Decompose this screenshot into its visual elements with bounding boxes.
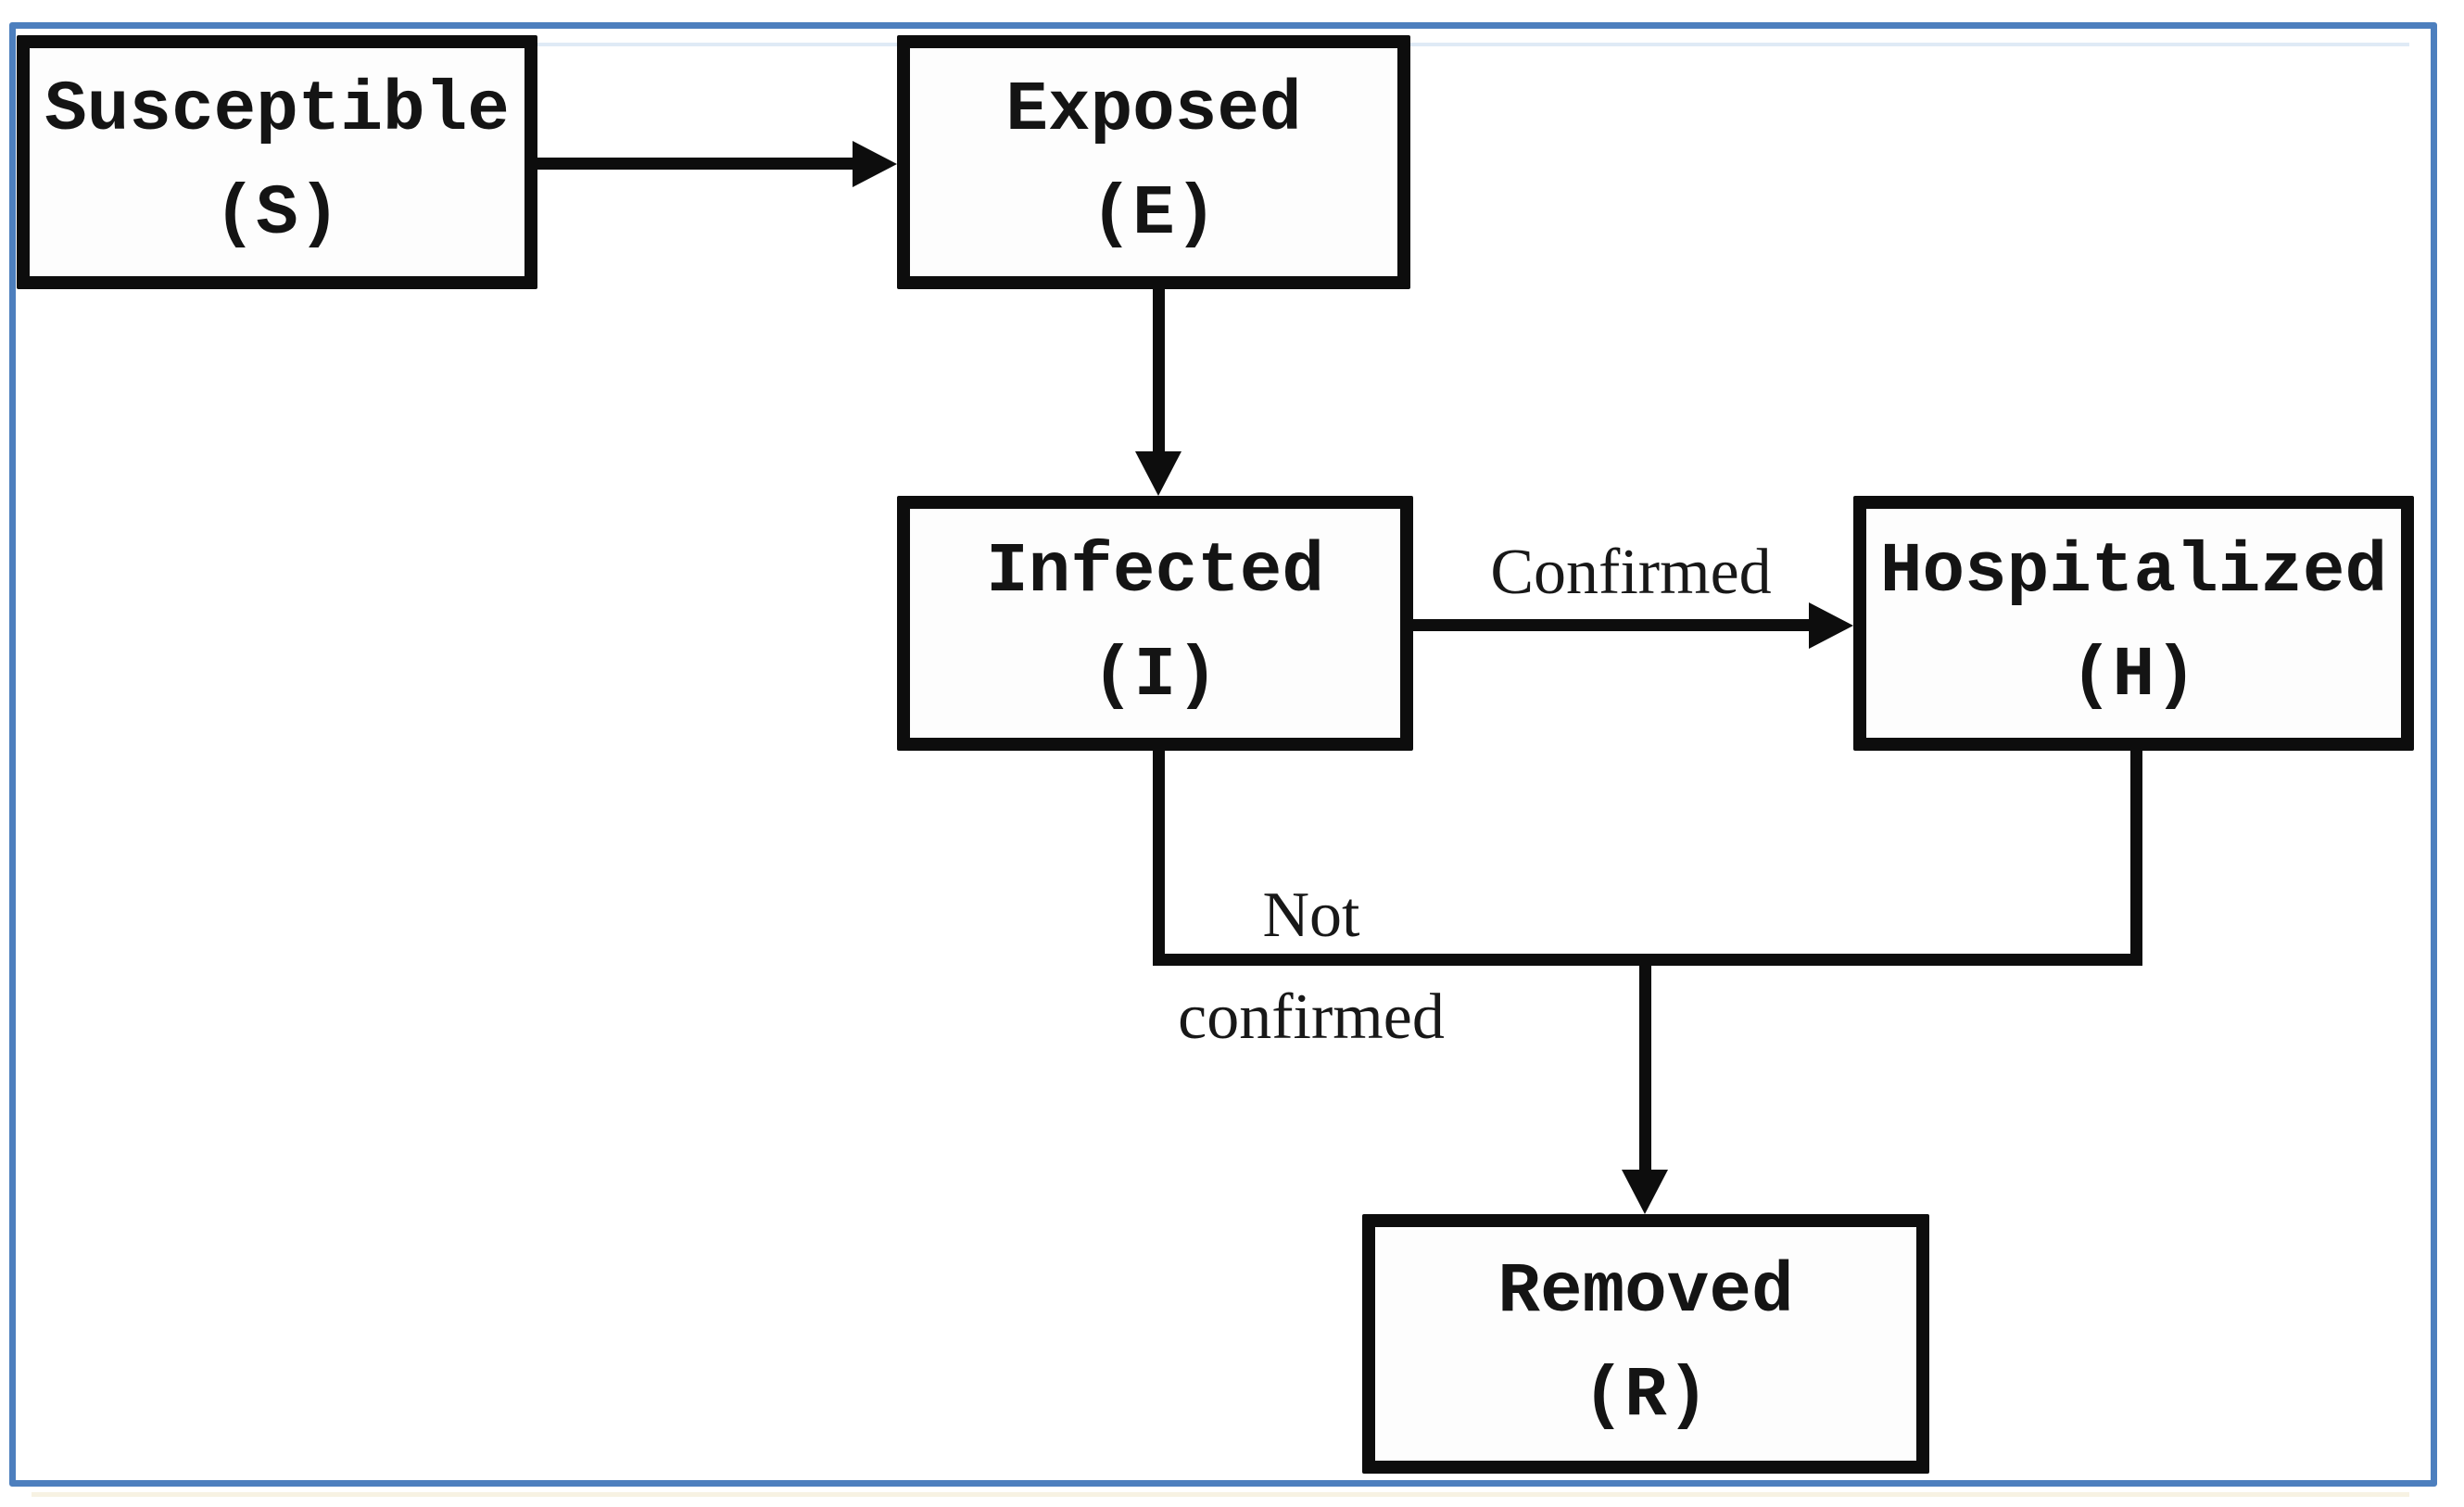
edge-label-confirmed: Confirmed <box>1490 537 1772 608</box>
node-exposed-label: Exposed <box>1005 70 1302 150</box>
diagram-frame <box>9 22 2437 1487</box>
node-susceptible-label: Susceptible <box>44 70 510 150</box>
node-exposed: Exposed (E) <box>897 35 1410 289</box>
edge-junction-r-arrowhead-icon <box>1622 1170 1668 1214</box>
node-infected-symbol: (I) <box>1092 635 1219 716</box>
edge-i-h-line <box>1411 619 1815 631</box>
node-infected: Infected (I) <box>897 496 1413 751</box>
node-hospitalized: Hospitalized (H) <box>1853 496 2414 751</box>
edge-e-i-line <box>1153 287 1165 456</box>
edge-junction-r-line <box>1639 956 1651 1174</box>
edge-h-down-line <box>2130 749 2142 960</box>
edge-label-not-confirmed-line1: Not <box>1262 880 1360 951</box>
node-hospitalized-label: Hospitalized <box>1879 531 2388 612</box>
node-removed-symbol: (R) <box>1582 1356 1710 1436</box>
node-susceptible: Susceptible (S) <box>17 35 537 289</box>
edge-e-i-arrowhead-icon <box>1135 451 1181 496</box>
node-removed: Removed (R) <box>1362 1214 1929 1474</box>
edge-label-not-confirmed: Not confirmed <box>1080 865 1543 1069</box>
node-removed-label: Removed <box>1497 1252 1794 1332</box>
edge-label-not-confirmed-line2: confirmed <box>1178 981 1445 1053</box>
node-hospitalized-symbol: (H) <box>2070 635 2197 716</box>
node-exposed-symbol: (E) <box>1090 174 1218 254</box>
frame-inner-highlight-bottom <box>32 1492 2409 1497</box>
edge-i-down-line <box>1153 749 1165 960</box>
edge-i-h-arrowhead-icon <box>1809 602 1853 649</box>
edge-s-e-line <box>537 158 860 170</box>
node-infected-label: Infected <box>986 531 1324 612</box>
edge-s-e-arrowhead-icon <box>853 141 897 187</box>
node-susceptible-symbol: (S) <box>213 174 341 254</box>
